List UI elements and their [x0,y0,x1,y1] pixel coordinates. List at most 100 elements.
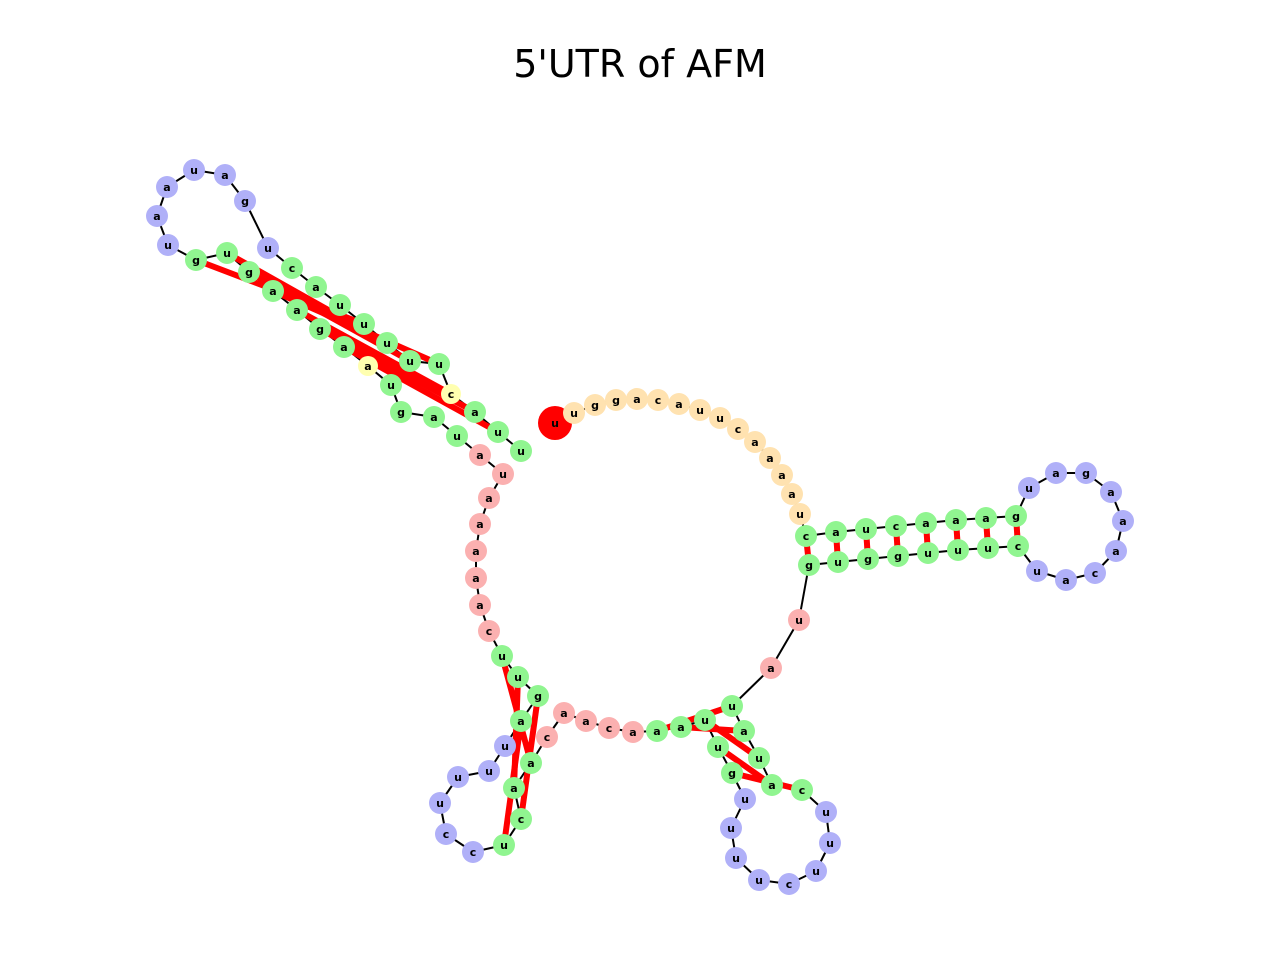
nucleotide-hairpin-loop: u [805,860,827,882]
nucleotide-dangling-end: u [709,407,731,429]
nucleotide-label: g [805,559,813,572]
nucleotide-hairpin-loop: u [815,801,837,823]
nucleotide-hairpin-loop: a [214,164,236,186]
nucleotide-label: a [952,514,959,527]
nucleotide-label: g [192,254,200,267]
nucleotide-label: u [716,412,724,425]
nucleotide-dangling-end: a [781,483,803,505]
nucleotide-label: c [1092,567,1099,580]
nucleotide-stem: u [353,313,375,335]
nucleotide-circle [1112,510,1134,532]
nucleotide-stem: u [748,747,770,769]
nucleotide-stem: u [694,709,716,731]
nucleotide-circle [390,401,412,423]
nucleotide-hairpin-loop: a [146,205,168,227]
nucleotide-circle [788,609,810,631]
nucleotide-hairpin-loop: g [234,190,256,212]
nucleotide-stem: u [507,666,529,688]
nucleotide-stem: g [887,545,909,567]
nucleotide-label: c [735,423,742,436]
nucleotide-stem: c [795,525,817,547]
nucleotide-multiloop: a [478,487,500,509]
nucleotide-circle [309,318,331,340]
nucleotide-circle [598,717,620,739]
nucleotide-label: a [472,572,479,585]
nucleotide-label: u [485,765,493,778]
nucleotide-label: u [551,417,559,430]
nucleotide-circle [887,545,909,567]
nucleotide-label: c [655,394,662,407]
nucleotide-label: c [448,388,455,401]
nucleotide-hairpin-loop: u [1026,560,1048,582]
nucleotide-label: g [316,323,324,336]
nucleotide-circle [491,645,513,667]
nucleotide-label: g [397,406,405,419]
nucleotide-circle [721,762,743,784]
nucleotide-circle [1007,535,1029,557]
nucleotide-circle [238,261,260,283]
nucleotide-circle [789,503,811,525]
nucleotide-hairpin-loop: u [1018,477,1040,499]
nucleotide-stem: u [707,736,729,758]
nucleotide-label: u [436,797,444,810]
nucleotide-label: a [517,715,524,728]
nucleotide-circle [781,483,803,505]
nucleotide-stem: a [262,280,284,302]
nucleotide-label: a [485,492,492,505]
nucleotide-label: u [454,771,462,784]
nucleotide-stem: c [791,779,813,801]
nucleotide-stem: a [761,774,783,796]
nucleotide-label: g [591,399,599,412]
nucleotide-multiloop: a [469,513,491,535]
nucleotide-stem: u [216,242,238,264]
nucleotide-label: a [1112,545,1119,558]
nucleotide-circle [727,418,749,440]
nucleotide-label: a [922,517,929,530]
nucleotide-label: a [629,726,636,739]
nucleotide-circle [827,551,849,573]
nucleotide-stem: a [520,752,542,774]
nucleotide-label: u [984,542,992,555]
nucleotide-circle [605,389,627,411]
nucleotide-label: c [786,878,793,891]
nucleotide-label: u [862,523,870,536]
nucleotide-circle [492,463,514,485]
nucleotide-label: a [293,304,300,317]
nucleotide-circle [1105,540,1127,562]
nucleotide-label: u [755,874,763,887]
nucleotide-multiloop: u [788,609,810,631]
nucleotide-circle [819,832,841,854]
nucleotide-stem: u [446,425,468,447]
nucleotide-multiloop: c [478,620,500,642]
nucleotide-label: c [803,530,810,543]
nucleotide-stem: c [510,808,532,830]
nucleotide-circle [668,393,690,415]
nucleotide-label: a [1119,515,1126,528]
nucleotide-stem: a [915,512,937,534]
nucleotide-hairpin-loop: u [494,735,516,757]
nucleotide-circle [795,525,817,547]
nucleotide-stem: u [493,834,515,856]
nucleotide-label: u [383,337,391,350]
nucleotide-hairpin-loop: u [720,817,742,839]
nucleotide-label: g [864,553,872,566]
nucleotide-label: u [755,752,763,765]
nucleotide-circle [857,548,879,570]
nucleotide-hairpin-loop: u [157,234,179,256]
nucleotide-circle [626,388,648,410]
nucleotide-multiloop: u [492,463,514,485]
nucleotide-circle [478,487,500,509]
nucleotide-circle [429,792,451,814]
nucleotide-interior-loop: c [441,384,461,404]
nucleotide-circle [977,537,999,559]
nucleotide-label: c [289,262,296,275]
nucleotide-stem: a [503,777,525,799]
nucleotide-label: a [788,488,795,501]
nucleotide-stem: u [721,695,743,717]
nucleotide-label: u [501,740,509,753]
nucleotide-label: a [312,281,319,294]
nucleotide-circle [798,554,820,576]
nucleotide-label: c [1015,540,1022,553]
nucleotide-circle [689,399,711,421]
